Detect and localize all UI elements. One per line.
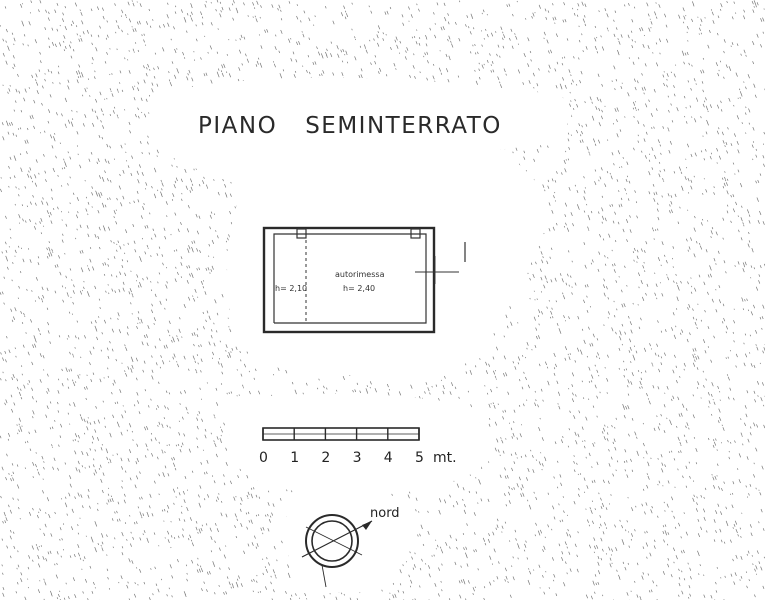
height-left-label: h= 2,10	[275, 284, 308, 293]
inner-wall	[273, 233, 427, 324]
scale-tick-label: 0	[259, 450, 268, 466]
pillar-left	[296, 228, 307, 239]
compass-outer-circle	[305, 514, 359, 568]
pillar-right	[410, 228, 421, 239]
scale-tick-label: 2	[321, 450, 331, 466]
scale-tick-label: 1	[290, 450, 300, 466]
compass-needle	[301, 520, 373, 558]
floor-plan	[262, 226, 466, 334]
scale-bar	[262, 427, 420, 441]
room-name-label: autorimessa	[335, 270, 385, 279]
title-word-piano: PIANO	[198, 113, 278, 139]
north-label: nord	[370, 506, 400, 521]
compass-leader	[321, 564, 327, 588]
scale-divisions	[262, 428, 420, 440]
floor-title: PIANO SEMINTERRATO	[198, 113, 502, 139]
compass-axis	[305, 526, 363, 556]
outer-wall	[262, 226, 436, 334]
title-word-seminterrato: SEMINTERRATO	[305, 113, 502, 139]
compass-inner-circle	[311, 520, 353, 562]
scale-tick-label: 3	[352, 450, 362, 466]
scale-unit-label: mt.	[433, 450, 457, 466]
compass-arrow-head	[362, 521, 372, 530]
north-arrow	[301, 514, 373, 588]
scale-tick-label: 4	[383, 450, 393, 466]
scale-tick-label: 5	[415, 450, 424, 466]
height-right-label: h= 2,40	[343, 284, 376, 293]
